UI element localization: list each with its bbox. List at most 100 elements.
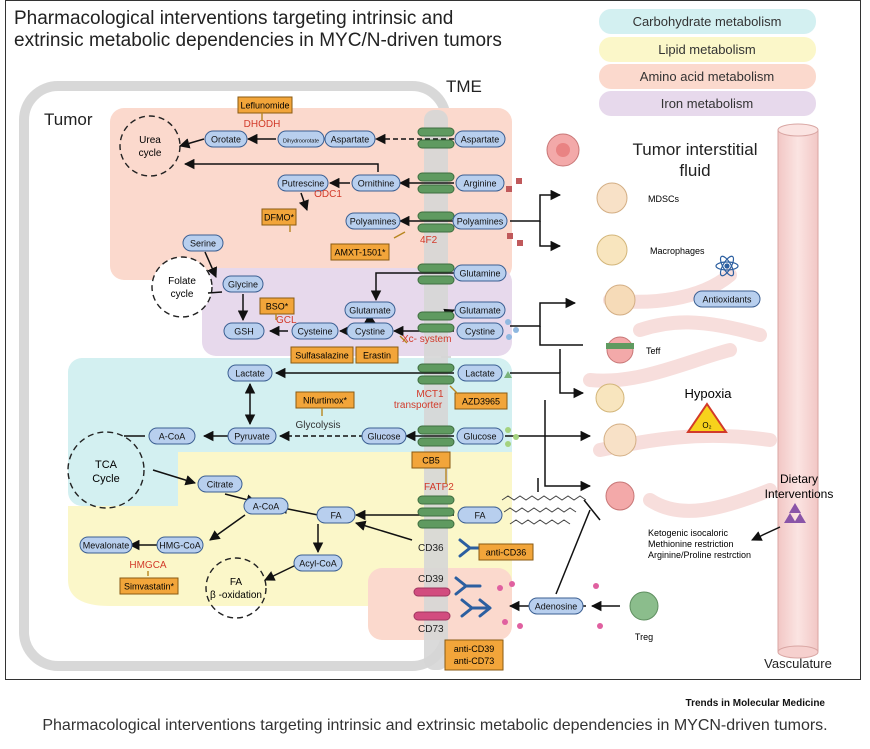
cd39-target-label: CD39 xyxy=(418,574,444,585)
arginine-node: Arginine xyxy=(455,174,505,192)
tca-cycle-label-1: TCA xyxy=(95,459,118,471)
dhodh-target-label: DHODH xyxy=(244,119,281,130)
journal-name: Trends in Molecular Medicine xyxy=(685,698,825,709)
legend-carbohydrate-swatch xyxy=(599,9,816,34)
glucose-tumor-label: Glucose xyxy=(367,432,400,442)
pyruvate-node: Pyruvate xyxy=(227,427,277,445)
ornithine-node: Ornithine xyxy=(351,174,401,192)
atom-icon xyxy=(715,255,739,277)
azd-label: AZD3965 xyxy=(462,397,500,407)
lipid-region xyxy=(68,452,512,606)
acoa-tca-label: A-CoA xyxy=(159,432,186,442)
aspartate-tme-node: Aspartate xyxy=(454,130,506,148)
amxt-drug-box xyxy=(330,243,390,261)
fa-oxidation-cycle xyxy=(205,557,267,619)
figure-frame xyxy=(5,0,861,680)
treg-label: Treg xyxy=(635,632,653,642)
acoa-lipid-pill xyxy=(243,497,289,515)
figure-title: Pharmacological interventions targeting … xyxy=(14,8,502,52)
legend-iron-swatch xyxy=(599,91,816,116)
cb5-drug-box xyxy=(411,451,451,469)
leflunomide-label: Leflunomide xyxy=(240,101,289,111)
glycine-pill xyxy=(222,275,264,293)
nifurtimox-label: Nifurtimox* xyxy=(303,396,348,406)
transporter-target-label: transporter xyxy=(394,400,443,411)
arginine-pill xyxy=(455,174,505,192)
bso-drug-box xyxy=(259,297,295,315)
vasculature-label: Vasculature xyxy=(764,656,832,671)
sulfasalazine-drug-box xyxy=(290,346,354,364)
putrescine-label: Putrescine xyxy=(282,179,325,189)
fa-oxidation-label-2: β -oxidation xyxy=(210,590,262,601)
fa-tme-node: FA xyxy=(457,506,503,524)
fluid-label-1: Tumor interstitial xyxy=(632,140,757,159)
lactate-tme-label: Lactate xyxy=(465,369,495,379)
aspartate-tme-label: Aspartate xyxy=(461,135,500,145)
cystine-tme-pill xyxy=(456,322,504,340)
inhibition-line-4 xyxy=(399,335,408,344)
fa-tme-label: FA xyxy=(474,511,485,521)
inhibition-line-2 xyxy=(393,231,406,239)
title-line-2: extrinsic metabolic dependencies in MYC/… xyxy=(14,30,502,51)
gsh-node: GSH xyxy=(223,322,265,340)
fa-tumor-node: FA xyxy=(316,506,356,524)
aspartate-tme-pill xyxy=(454,130,506,148)
glutamate-tumor-label: Glutamate xyxy=(349,306,391,316)
acoa-tca-pill xyxy=(148,427,196,445)
citrate-label: Citrate xyxy=(207,480,234,490)
glutamine-pill xyxy=(453,264,507,282)
legend-iron: Iron metabolism xyxy=(661,96,753,111)
anticd36-drug-box xyxy=(478,543,534,561)
tca-cycle-label-2: Cycle xyxy=(92,473,120,485)
diet-line-1: Ketogenic isocaloric xyxy=(648,528,729,538)
azd-drug-box xyxy=(454,392,508,410)
glucose-tumor-pill xyxy=(361,427,407,445)
arginine-label: Arginine xyxy=(463,179,496,189)
hmgcoa-label: HMG-CoA xyxy=(159,541,201,551)
odc1-target-label: ODC1 xyxy=(314,189,342,200)
legend-lipid: Lipid metabolism xyxy=(658,42,756,57)
pyruvate-label: Pyruvate xyxy=(234,432,270,442)
glucose-tumor-node: Glucose xyxy=(361,427,407,445)
nifurtimox-drug-box xyxy=(295,391,355,409)
glycine-label: Glycine xyxy=(228,280,258,290)
glutamate-tme-pill xyxy=(454,301,506,319)
sulfasalazine-label: Sulfasalazine xyxy=(295,351,349,361)
tca-cycle xyxy=(67,431,145,509)
hmgcoa-pill xyxy=(156,536,204,554)
polyamines-tme-pill xyxy=(452,212,508,230)
fa-tumor-pill xyxy=(316,506,356,524)
dihydroorotate-node: Dihydroorotate xyxy=(277,130,325,148)
serine-label: Serine xyxy=(190,239,216,249)
lactate-tumor-node: Lactate xyxy=(227,364,273,382)
pyruvate-pill xyxy=(227,427,277,445)
bso-label: BSO* xyxy=(266,302,289,312)
simvastatin-label: Simvastatin* xyxy=(124,582,175,592)
glucose-tme-label: Glucose xyxy=(463,432,496,442)
polyamines-tme-node: Polyamines xyxy=(452,212,508,230)
urea-cycle-label-2: cycle xyxy=(139,148,162,159)
putrescine-pill xyxy=(277,174,329,192)
ectoenzymes xyxy=(413,587,451,621)
cystine-tumor-node: Cystine xyxy=(346,322,394,340)
mevalonate-pill xyxy=(79,536,133,554)
hypoxia-symbol: O₂ xyxy=(702,421,711,430)
orotate-pill xyxy=(204,130,248,148)
adenosine-node: Adenosine xyxy=(528,597,584,615)
legend-lipid-swatch xyxy=(599,37,816,62)
inhibition-line-8 xyxy=(449,385,459,395)
orotate-label: Orotate xyxy=(211,135,241,145)
title-line-1: Pharmacological interventions targeting … xyxy=(14,8,454,29)
erastin-drug-box xyxy=(355,346,399,364)
anticd3973-drug-box xyxy=(444,639,504,671)
citrate-pill xyxy=(197,475,243,493)
cb5-label: CB5 xyxy=(422,456,440,466)
lactate-tme-pill xyxy=(457,364,503,382)
mdscs-label: MDSCs xyxy=(648,194,679,204)
glutamine-node: Glutamine xyxy=(453,264,507,282)
immune-cells xyxy=(546,133,659,621)
acylcoa-node: Acyl-CoA xyxy=(293,554,343,572)
diet-title-1: Dietary xyxy=(780,472,818,486)
mevalonate-label: Mevalonate xyxy=(83,541,130,551)
cysteine-node: Cysteine xyxy=(291,322,339,340)
